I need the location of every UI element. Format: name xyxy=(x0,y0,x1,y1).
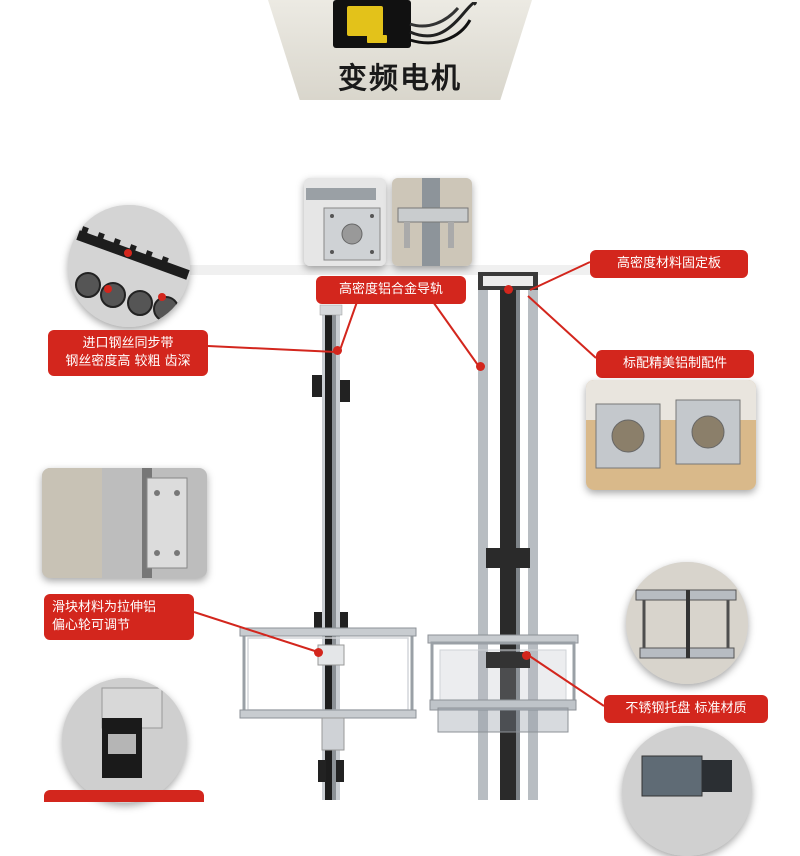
rail-pointer-dot xyxy=(476,362,485,371)
banner-title: 变频电机 xyxy=(337,61,462,95)
belt-callout: 进口钢丝同步带 钢丝密度高 较粗 齿深 xyxy=(48,330,208,376)
plate-callout: 高密度材料固定板 xyxy=(590,250,748,278)
plate-pointer-dot xyxy=(504,285,513,294)
belt-pointer-dot xyxy=(333,346,342,355)
slider-pointer-dot xyxy=(314,648,323,657)
coupling-photo xyxy=(62,678,187,803)
belt-callout-line-1: 进口钢丝同步带 xyxy=(82,336,174,351)
caliper-photo xyxy=(392,178,472,266)
fittings-callout: 标配精美铝制配件 xyxy=(596,350,754,378)
machine-drawing xyxy=(190,261,605,800)
right-machine xyxy=(427,272,579,800)
rail-callout: 高密度铝合金导轨 xyxy=(316,276,466,304)
motor-nameplate xyxy=(347,6,383,36)
slider-photo xyxy=(42,468,207,578)
leader-lines xyxy=(193,261,605,707)
bottom-callout-partial xyxy=(44,790,204,802)
plate-photo xyxy=(304,178,386,266)
belt-detail-photo xyxy=(68,205,190,327)
inverter-motor-image xyxy=(333,0,411,48)
tray-photo xyxy=(626,562,748,684)
tray-pointer-dot xyxy=(522,651,531,660)
slider-callout-line-1: 滑块材料为拉伸铝 xyxy=(52,600,157,615)
belt-callout-line-2: 钢丝密度高 较粗 齿深 xyxy=(65,354,191,369)
slider-callout: 滑块材料为拉伸铝 偏心轮可调节 xyxy=(44,594,194,640)
tray-callout: 不锈钢托盘 标准材质 xyxy=(604,695,768,723)
gear-motor-photo xyxy=(622,726,752,856)
slider-callout-line-2: 偏心轮可调节 xyxy=(52,618,131,633)
motor-cable-image xyxy=(409,2,477,45)
motor-power-tag xyxy=(367,35,387,43)
left-machine xyxy=(239,304,417,800)
fittings-photo xyxy=(586,380,756,490)
